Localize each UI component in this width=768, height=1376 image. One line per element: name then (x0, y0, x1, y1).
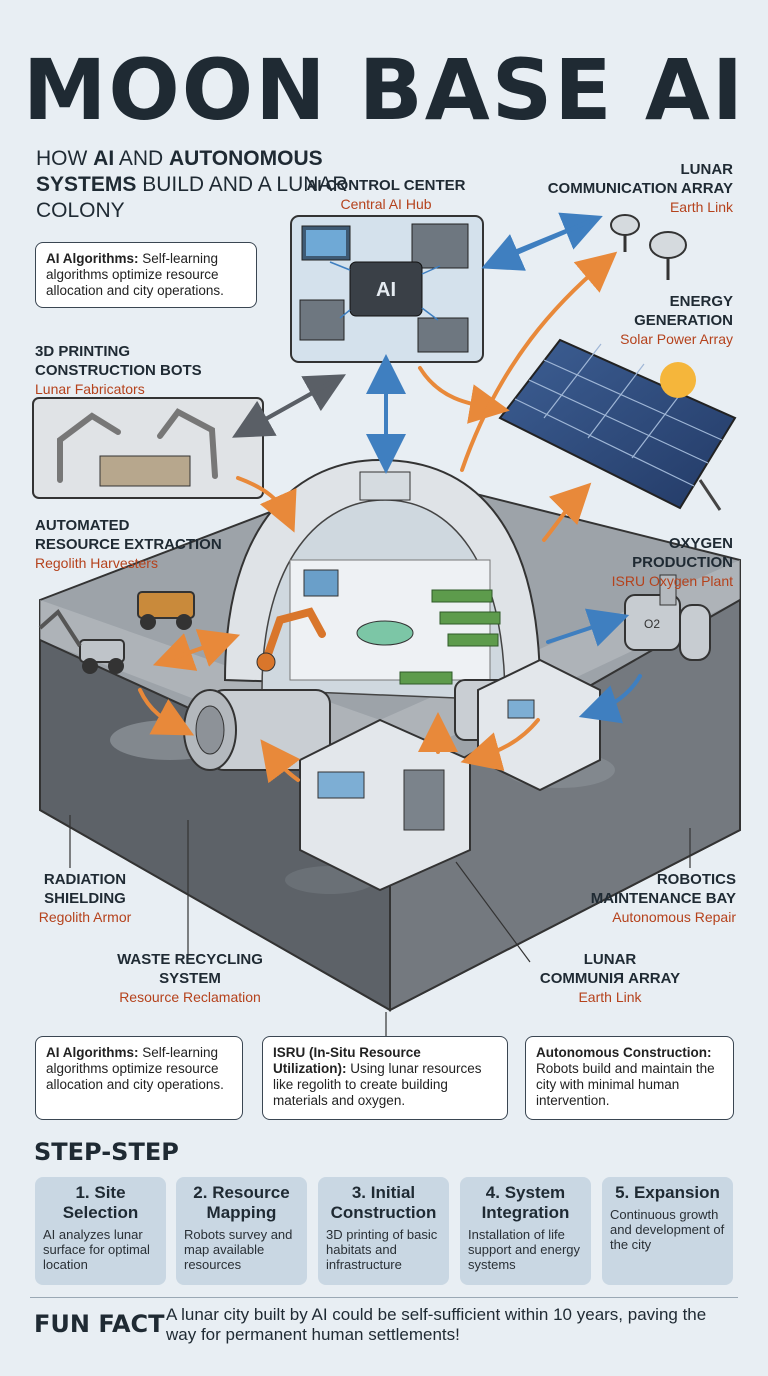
page-title: MOON BASE AI (22, 41, 746, 139)
communication-dishes (610, 214, 687, 280)
arrow-to-comm-orange (460, 251, 618, 472)
label-ai-control-center: AI CONTROL CENTER Central AI Hub (306, 177, 466, 212)
label-energy-generation: ENERGY GENERATION Solar Power Array (620, 293, 733, 347)
step-card-1: 1. Site Selection AI analyzes lunar surf… (35, 1177, 166, 1285)
construction-robot-arm (256, 607, 326, 672)
arrow-printing-to-dome (236, 476, 297, 533)
arrow-dome-to-oxygen (546, 608, 630, 647)
step-card-2: 2. Resource Mapping Robots survey and ma… (176, 1177, 307, 1285)
label-3d-printing: 3D PRINTING CONSTRUCTION BOTS Lunar Fabr… (35, 343, 202, 397)
oxygen-tank-label: O2 (644, 617, 660, 631)
solar-power-array (498, 338, 737, 511)
page-subtitle: HOW AI AND AUTONOMOUS SYSTEMS BUILD AND … (36, 147, 348, 222)
label-oxygen-production: OXYGEN PRODUCTION ISRU Oxygen Plant (611, 535, 733, 589)
label-resource-extraction: AUTOMATED RESOURCE EXTRACTION Regolith H… (35, 517, 222, 571)
oxygen-plant: O2 (624, 574, 711, 661)
step-card-3: 3. Initial Construction 3D printing of b… (318, 1177, 449, 1285)
underground-room-center (299, 718, 471, 892)
label-comm-array-top: LUNAR COMMUNICATION ARRAY Earth Link (547, 161, 733, 215)
arrow-robotics-to-room (460, 718, 540, 771)
info-box-ai-algorithms-top: AI Algorithms: Self-learning algorithms … (35, 242, 257, 308)
label-radiation-shielding: RADIATION SHIELDING Regolith Armor (38, 871, 132, 925)
arrow-room-to-cylinder (260, 739, 301, 784)
steps-heading: STEP-STEP (34, 1138, 179, 1166)
arrow-dome-to-solar (542, 482, 592, 542)
regolith-harvesters (38, 591, 195, 674)
info-box-ai-algorithms: AI Algorithms: Self-learning algorithms … (35, 1036, 243, 1120)
fun-fact-label: FUN FACT (34, 1310, 165, 1338)
habitat-dome (223, 458, 542, 701)
ai-control-center-panel: AI (290, 215, 484, 363)
fun-fact-divider (30, 1297, 738, 1298)
label-robotics-bay: ROBOTICS MAINTENANCE BAY Autonomous Repa… (590, 871, 736, 925)
label-waste-recycling: WASTE RECYCLING SYSTEM Resource Reclamat… (117, 951, 263, 1005)
step-card-4: 4. System Integration Installation of li… (460, 1177, 591, 1285)
info-box-autonomous-construction: Autonomous Construction: Robots build an… (525, 1036, 734, 1120)
arrow-oxygen-to-robotics (578, 674, 642, 724)
printing-bots-panel (32, 397, 264, 499)
arrow-harvesters-to-cylinder (138, 688, 195, 736)
ai-chip-label: AI (376, 279, 396, 301)
info-box-isru: ISRU (In-Situ Resource Utilization): Usi… (262, 1036, 508, 1120)
fun-fact-text: A lunar city built by AI could be self-s… (166, 1305, 707, 1344)
label-comm-array-bottom: LUNAR COMMUNIЯ ARRAY Earth Link (539, 951, 681, 1005)
arrow-to-solar (418, 366, 510, 424)
step-card-5: 5. Expansion Continuous growth and devel… (602, 1177, 733, 1285)
